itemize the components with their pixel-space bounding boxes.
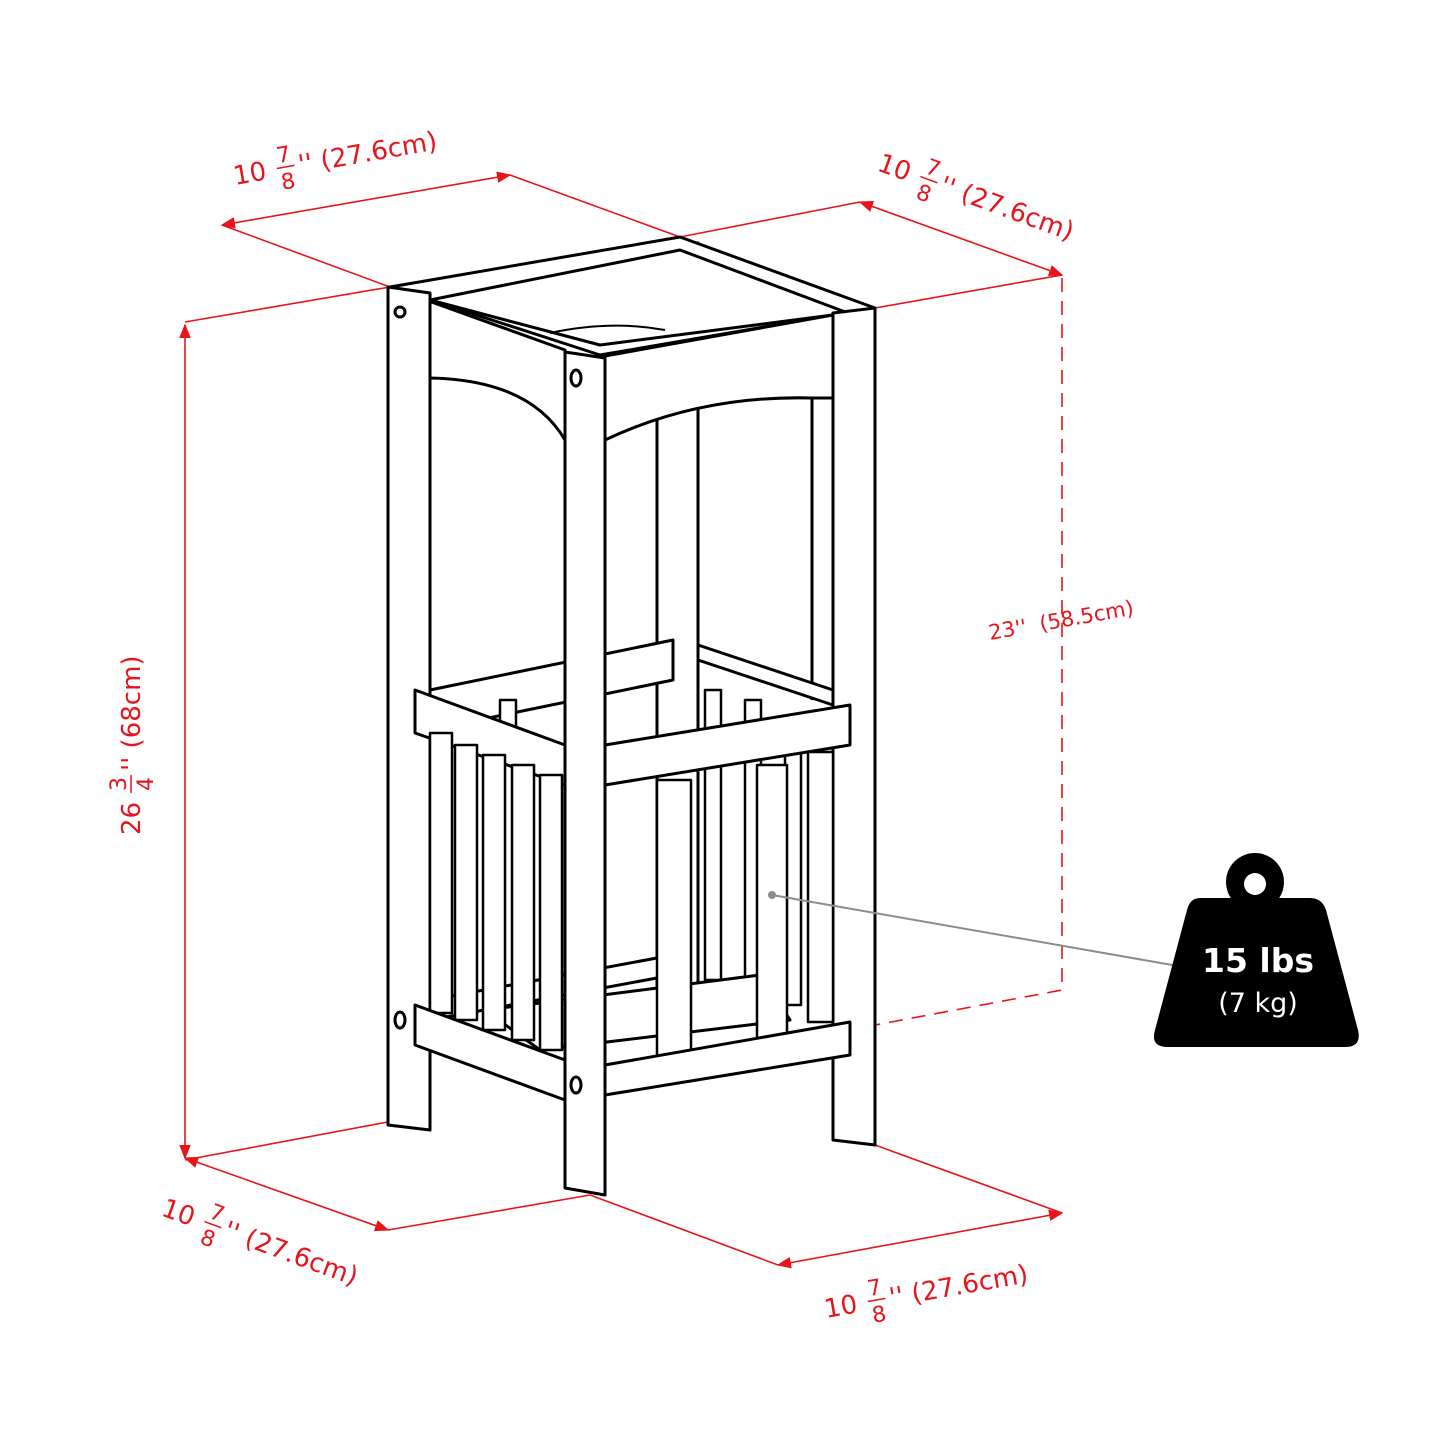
label-bottom-left-depth: 10 7 8 '' (27.6cm) bbox=[158, 1193, 362, 1292]
label-inner-height: 23'' (58.5cm) bbox=[987, 596, 1136, 645]
label-denominator: 8 bbox=[197, 1225, 219, 1253]
dimension-lines bbox=[179, 171, 1064, 1269]
label-numerator: 7 bbox=[275, 142, 293, 169]
label-denominator: 4 bbox=[134, 777, 159, 791]
label-denominator: 8 bbox=[279, 169, 297, 196]
weight-lbs: 15 lbs bbox=[1202, 941, 1314, 980]
label-rest: '' (27.6cm) bbox=[296, 127, 439, 181]
weight-leader-line bbox=[771, 894, 1179, 967]
label-whole: 10 bbox=[231, 157, 269, 192]
leader-dot bbox=[768, 891, 776, 899]
label-denominator: 8 bbox=[913, 180, 935, 208]
label-rest: '' (27.6cm) bbox=[220, 1216, 362, 1292]
label-denominator: 8 bbox=[870, 1302, 888, 1329]
label-whole: 10 bbox=[822, 1290, 860, 1325]
label-numerator: 7 bbox=[866, 1275, 884, 1302]
label-top-left-width: 10 7 8 '' (27.6cm) bbox=[231, 127, 439, 196]
kettlebell-weight-icon: 15 lbs (7 kg) bbox=[1153, 853, 1359, 1047]
label-numerator: 3 bbox=[107, 777, 132, 791]
label-top-right-depth: 10 7 8 '' (27.6cm) bbox=[874, 148, 1078, 247]
label-rest: '' (27.6cm) bbox=[887, 1260, 1030, 1314]
label-rest: '' (68cm) bbox=[117, 655, 147, 771]
label-whole: 26 bbox=[117, 802, 147, 835]
label-whole: 10 bbox=[874, 148, 915, 188]
label-bottom-right-width: 10 7 8 '' (27.6cm) bbox=[822, 1260, 1030, 1329]
label-rest: '' (27.6cm) bbox=[936, 171, 1078, 247]
weight-kg: (7 kg) bbox=[1218, 988, 1298, 1019]
umbrella-stand-drawing bbox=[386, 235, 877, 1197]
label-whole: 10 bbox=[158, 1193, 199, 1233]
label-overall-height: 26 3 4 '' (68cm) bbox=[107, 655, 159, 835]
